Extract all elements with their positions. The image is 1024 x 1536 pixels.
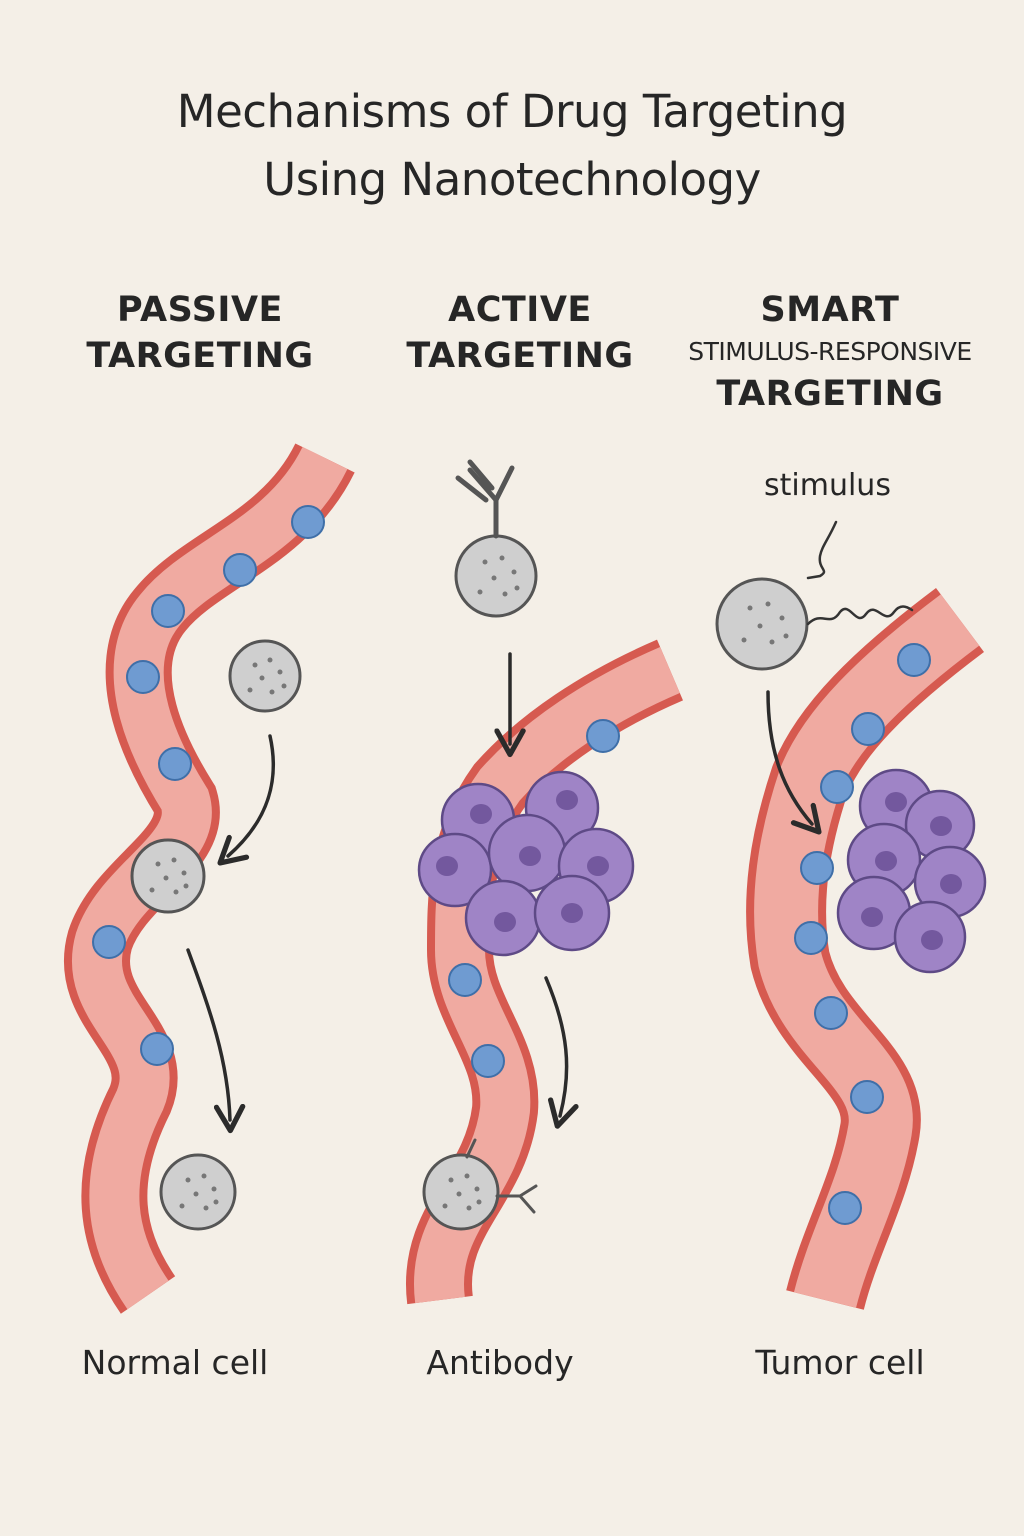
arrow-icon [544, 976, 579, 1129]
antibody-icon [465, 1138, 538, 1214]
blood-cell-icon [471, 1044, 505, 1078]
heading-line: ACTIVE [448, 290, 592, 330]
arrows [186, 652, 822, 1134]
blood-cell-icon [126, 660, 160, 694]
blood-cell-icon [92, 925, 126, 959]
tumor-cluster-active [417, 770, 635, 957]
nanoparticle-icon [715, 577, 809, 671]
heading-line: SMART [760, 290, 900, 330]
blood-cell-icon [828, 1191, 862, 1225]
blood-cell-icon [291, 505, 325, 539]
blood-cells-passive [92, 505, 325, 1066]
nanoparticles [130, 534, 809, 1231]
stimulus-label: stimulus [764, 468, 891, 503]
active-targeting-heading: ACTIVE TARGETING [380, 287, 660, 379]
antibody-icon [455, 459, 515, 539]
blood-cell-icon [800, 851, 834, 885]
tumor-cluster-smart [836, 768, 987, 974]
blood-vessel-smart [746, 588, 985, 1311]
blood-cell-icon [140, 1032, 174, 1066]
nanoparticle-icon [454, 534, 538, 618]
heading-line: PASSIVE [117, 290, 283, 330]
nanoparticle-icon [130, 838, 206, 914]
blood-cell-icon [223, 553, 257, 587]
tumor-cell-label: Tumor cell [755, 1343, 925, 1382]
nanoparticle-icon [159, 1153, 237, 1231]
page-title: Mechanisms of Drug Targeting Using Nanot… [0, 78, 1024, 214]
heading-subline: STIMULUS-RESPONSIVE [688, 337, 972, 366]
blood-cells-active [448, 719, 620, 1078]
heading-line: TARGETING [86, 336, 314, 376]
blood-cell-icon [586, 719, 620, 753]
arrow-icon [186, 948, 246, 1134]
nanoparticle-icon [228, 639, 302, 713]
title-line-2: Using Nanotechnology [263, 153, 761, 206]
blood-cell-icon [851, 712, 885, 746]
antibody-label: Antibody [426, 1343, 574, 1382]
blood-cell-icon [794, 921, 828, 955]
arrow-icon [766, 690, 822, 835]
nanoparticle-icon [422, 1153, 500, 1231]
blood-cell-icon [850, 1080, 884, 1114]
smart-targeting-heading: SMART STIMULUS-RESPONSIVE TARGETING [670, 287, 990, 417]
heading-line: TARGETING [716, 374, 944, 414]
title-line-1: Mechanisms of Drug Targeting [176, 85, 848, 138]
blood-cell-icon [151, 594, 185, 628]
passive-targeting-heading: PASSIVE TARGETING [60, 287, 340, 379]
blood-cell-icon [448, 963, 482, 997]
arrow-icon [217, 734, 276, 866]
heading-line: TARGETING [406, 336, 634, 376]
blood-cell-icon [814, 996, 848, 1030]
normal-cell-label: Normal cell [81, 1343, 269, 1382]
blood-cell-icon [897, 643, 931, 677]
blood-cell-icon [820, 770, 854, 804]
blood-cells-smart [794, 643, 931, 1225]
stimulus-wave-icon [806, 520, 914, 626]
blood-cell-icon [158, 747, 192, 781]
